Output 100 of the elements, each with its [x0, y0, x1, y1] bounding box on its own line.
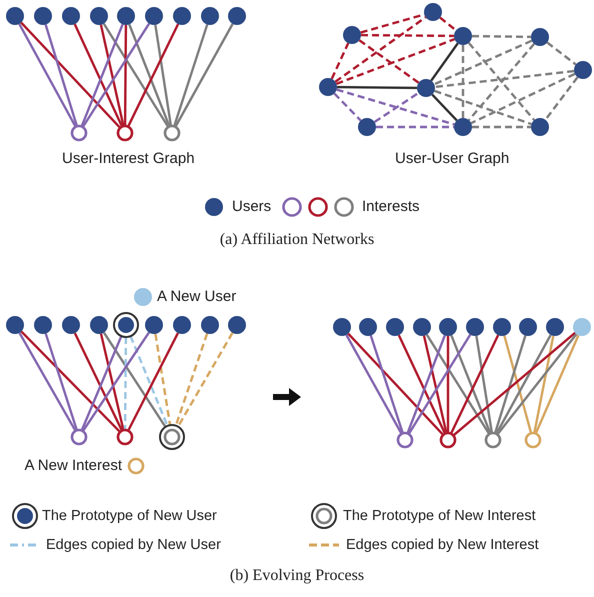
user-dot — [6, 7, 24, 25]
edge-line — [174, 333, 208, 426]
user-dot — [574, 61, 592, 79]
edge-line — [18, 332, 76, 431]
edge-line — [102, 332, 166, 428]
edge-line — [20, 22, 120, 128]
user-dot — [493, 318, 511, 336]
user-dot — [439, 318, 457, 336]
edge-line — [82, 332, 150, 432]
edge-line — [333, 92, 362, 122]
user-dot — [145, 7, 163, 25]
edge-line — [129, 336, 169, 426]
edge-line — [127, 24, 180, 126]
prototype-interest-ring — [159, 424, 185, 450]
edge-line — [374, 92, 420, 124]
edge-line — [408, 334, 472, 434]
edge-line — [376, 126, 454, 128]
graph-title: User-User Graph — [395, 150, 510, 168]
user-dot — [319, 78, 337, 96]
edge-line — [398, 334, 446, 434]
edge-line — [347, 332, 444, 435]
edge-line — [173, 24, 208, 126]
edge-line — [462, 45, 464, 118]
user-dot — [117, 7, 135, 25]
edge-line — [100, 334, 124, 430]
edge-line — [154, 24, 172, 126]
edge-line — [176, 332, 234, 428]
edge-line — [336, 38, 455, 85]
figure-caption: (a) Affiliation Networks — [218, 231, 376, 249]
edge-line — [100, 24, 124, 126]
edge-line — [345, 334, 402, 434]
prototype-user-dot — [113, 312, 139, 338]
edge-line — [497, 333, 578, 434]
edge-line — [80, 24, 124, 126]
user-dot — [6, 316, 24, 334]
user-dot — [173, 7, 191, 25]
edge-line — [74, 24, 123, 126]
user-dot — [413, 318, 431, 336]
interest-ring — [128, 458, 144, 474]
interest-ring — [70, 124, 88, 142]
figure-caption: (b) Evolving Process — [228, 567, 366, 585]
graph-title: User-Interest Graph — [62, 150, 195, 168]
user-dot — [454, 27, 472, 45]
edge-line — [426, 334, 490, 434]
edge-line — [434, 40, 532, 86]
edge-line — [450, 334, 492, 434]
legend-label: Interests — [362, 198, 420, 216]
user-dot — [228, 7, 246, 25]
edge-line — [472, 126, 531, 128]
new-user-dot — [573, 318, 591, 336]
interest-ring — [164, 124, 180, 142]
edge-line — [533, 336, 554, 432]
user-dot — [62, 7, 80, 25]
user-dot — [173, 316, 191, 334]
edge-line — [494, 335, 526, 433]
user-dot — [145, 316, 163, 334]
user-dot — [417, 79, 435, 97]
node-caption: A New Interest — [24, 457, 122, 475]
interest-ring — [396, 432, 414, 448]
user-dot — [343, 26, 361, 44]
user-dot — [454, 118, 472, 136]
edge-line — [102, 23, 169, 127]
edge-line — [124, 336, 128, 430]
edge-line — [496, 334, 552, 434]
user-dot — [62, 316, 80, 334]
edge-line — [334, 16, 426, 83]
edge-line — [82, 22, 150, 127]
edge-line — [434, 90, 532, 126]
user-dot — [228, 316, 246, 334]
edge-line — [453, 332, 576, 436]
interest-ring — [484, 432, 502, 448]
user-dot — [90, 7, 108, 25]
node-caption: A New User — [157, 288, 236, 306]
edge-line — [422, 336, 448, 432]
user-dot — [359, 318, 377, 336]
user-dot — [424, 3, 442, 21]
edge-line — [358, 39, 420, 84]
legend-label: Edges copied by New Interest — [346, 536, 539, 554]
user-dot — [201, 7, 219, 25]
interest-ring — [524, 432, 542, 448]
edge-line — [174, 23, 234, 127]
edge-line — [472, 34, 532, 38]
edge-line — [128, 332, 179, 430]
edge-line — [336, 86, 418, 90]
edge-line — [431, 94, 458, 122]
user-dot — [519, 318, 537, 336]
edge-line — [503, 335, 532, 433]
user-dot — [34, 316, 52, 334]
user-dot — [531, 118, 549, 136]
user-dot — [333, 318, 351, 336]
edge-line — [475, 336, 493, 432]
user-dot — [386, 318, 404, 336]
legend-label: The Prototype of New Interest — [343, 507, 536, 525]
edge-line — [128, 24, 170, 126]
edge-line — [336, 88, 455, 126]
edge-line — [154, 334, 172, 426]
edge-line — [434, 70, 574, 88]
legend-label: Edges copied by New User — [46, 536, 221, 554]
legend-label: The Prototype of New User — [42, 507, 217, 525]
edge-line — [439, 16, 457, 32]
